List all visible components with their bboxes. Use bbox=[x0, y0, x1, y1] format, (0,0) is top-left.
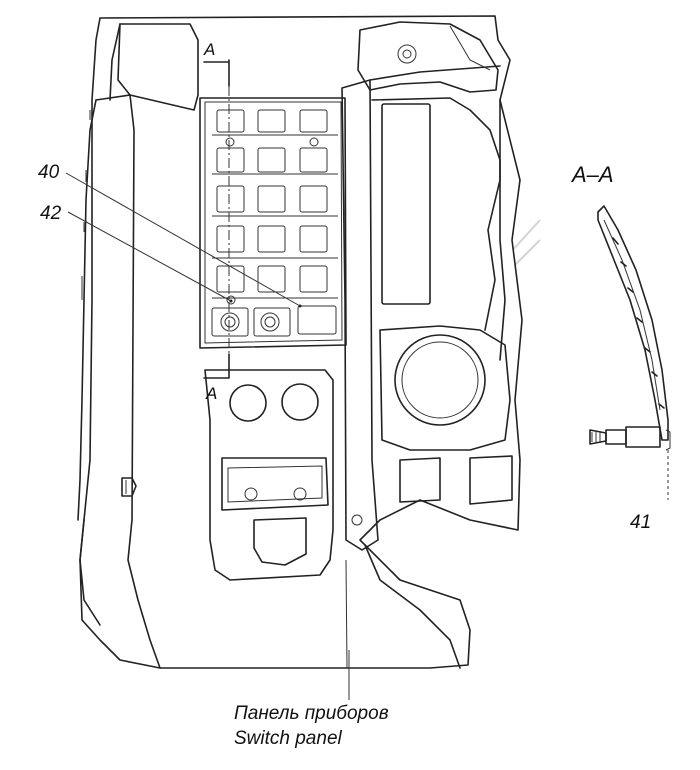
callout-42 bbox=[67, 211, 233, 303]
switch-button bbox=[257, 185, 286, 213]
lower-console bbox=[204, 369, 334, 581]
switch-button bbox=[211, 307, 249, 337]
indicator-lamp bbox=[309, 137, 319, 147]
section-cut bbox=[203, 59, 230, 379]
switch-button bbox=[297, 305, 337, 335]
indicator-lamp bbox=[226, 295, 236, 305]
switch-button bbox=[257, 225, 286, 253]
section-view-title: A–A bbox=[570, 162, 614, 187]
switch-button bbox=[216, 185, 245, 213]
callout-41-label: 41 bbox=[630, 512, 651, 533]
callout-42-label: 42 bbox=[40, 203, 62, 224]
switch-button bbox=[299, 147, 328, 173]
section-marker-bottom: A bbox=[205, 384, 217, 403]
round-knob bbox=[281, 383, 319, 421]
switch-button bbox=[299, 109, 328, 133]
gauge-ring bbox=[401, 341, 479, 419]
switch-button bbox=[253, 307, 291, 337]
switch-button bbox=[299, 265, 328, 293]
switch-button bbox=[216, 109, 245, 133]
console-body bbox=[77, 15, 523, 669]
button-grid bbox=[211, 109, 337, 337]
switch-button bbox=[257, 109, 286, 133]
caption-english: Switch panel bbox=[234, 728, 343, 749]
instrument-cluster bbox=[341, 21, 513, 669]
switch-button bbox=[257, 147, 286, 173]
round-knob bbox=[229, 384, 267, 422]
gauge-ring bbox=[394, 334, 486, 426]
switch-button bbox=[299, 225, 328, 253]
switch-button bbox=[299, 185, 328, 213]
section-marker-top: A bbox=[203, 40, 215, 59]
switch-block bbox=[199, 97, 347, 349]
callout-40 bbox=[65, 172, 302, 308]
indicator-lamp bbox=[225, 137, 235, 147]
switch-button bbox=[216, 225, 245, 253]
caption-russian: Панель приборов bbox=[234, 703, 389, 724]
switch-button bbox=[257, 265, 286, 293]
section-view-a-a bbox=[589, 205, 671, 500]
bolt-icon bbox=[397, 44, 417, 64]
display-window bbox=[381, 103, 431, 305]
callout-40-label: 40 bbox=[38, 162, 60, 183]
switch-button bbox=[216, 147, 245, 173]
